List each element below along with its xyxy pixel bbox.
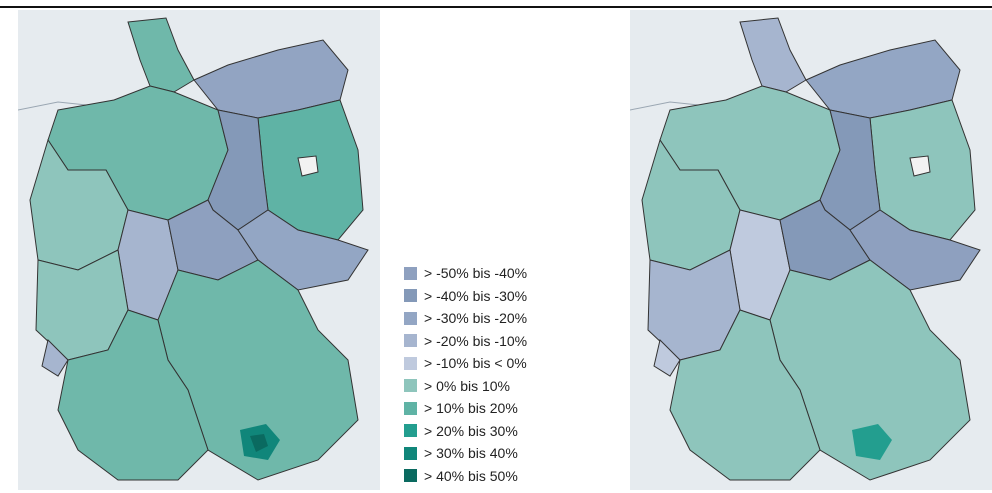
region-sh (739, 17, 807, 93)
legend-swatch (404, 289, 417, 303)
legend-swatch (404, 334, 417, 348)
legend-item: > -50% bis -40% (404, 262, 527, 285)
legend-swatch (404, 469, 417, 483)
legend-swatch (404, 379, 417, 393)
map-left (18, 10, 380, 490)
map-right (630, 10, 992, 490)
legend-swatch (404, 424, 417, 438)
legend-item: > -30% bis -20% (404, 307, 527, 330)
legend-label: > -30% bis -20% (424, 310, 528, 327)
region-sl (653, 339, 681, 377)
legend-item: > 40% bis 50% (404, 465, 527, 488)
legend-swatch (404, 266, 417, 280)
legend: > -50% bis -40% > -40% bis -30% > -30% bis… (404, 262, 527, 487)
region-munich-hotspot (852, 424, 892, 460)
legend-item: > -20% bis -10% (404, 330, 527, 353)
region-be (297, 155, 319, 177)
legend-item: > 0% bis 10% (404, 375, 527, 398)
legend-label: > -50% bis -40% (424, 265, 528, 282)
region-be (909, 155, 931, 177)
region-sl (41, 339, 69, 377)
legend-swatch (404, 401, 417, 415)
legend-swatch (404, 356, 417, 370)
germany-map-right (630, 10, 992, 490)
region-sh (127, 17, 195, 93)
legend-swatch (404, 311, 417, 325)
region-bw (669, 309, 821, 481)
legend-item: > 10% bis 20% (404, 397, 527, 420)
legend-label: > -40% bis -30% (424, 287, 528, 304)
legend-label: > 0% bis 10% (424, 377, 510, 394)
region-munich-core (250, 434, 268, 452)
legend-label: > -10% bis < 0% (424, 355, 527, 372)
legend-label: > 40% bis 50% (424, 467, 518, 484)
legend-label: > 30% bis 40% (424, 445, 518, 462)
germany-map-left (18, 10, 380, 490)
top-rule (0, 6, 992, 8)
legend-label: > 20% bis 30% (424, 422, 518, 439)
legend-label: > 10% bis 20% (424, 400, 518, 417)
region-bw (57, 309, 209, 481)
legend-item: > 30% bis 40% (404, 442, 527, 465)
legend-swatch (404, 446, 417, 460)
legend-item: > -40% bis -30% (404, 285, 527, 308)
legend-item: > -10% bis < 0% (404, 352, 527, 375)
legend-item: > 20% bis 30% (404, 420, 527, 443)
legend-label: > -20% bis -10% (424, 332, 528, 349)
